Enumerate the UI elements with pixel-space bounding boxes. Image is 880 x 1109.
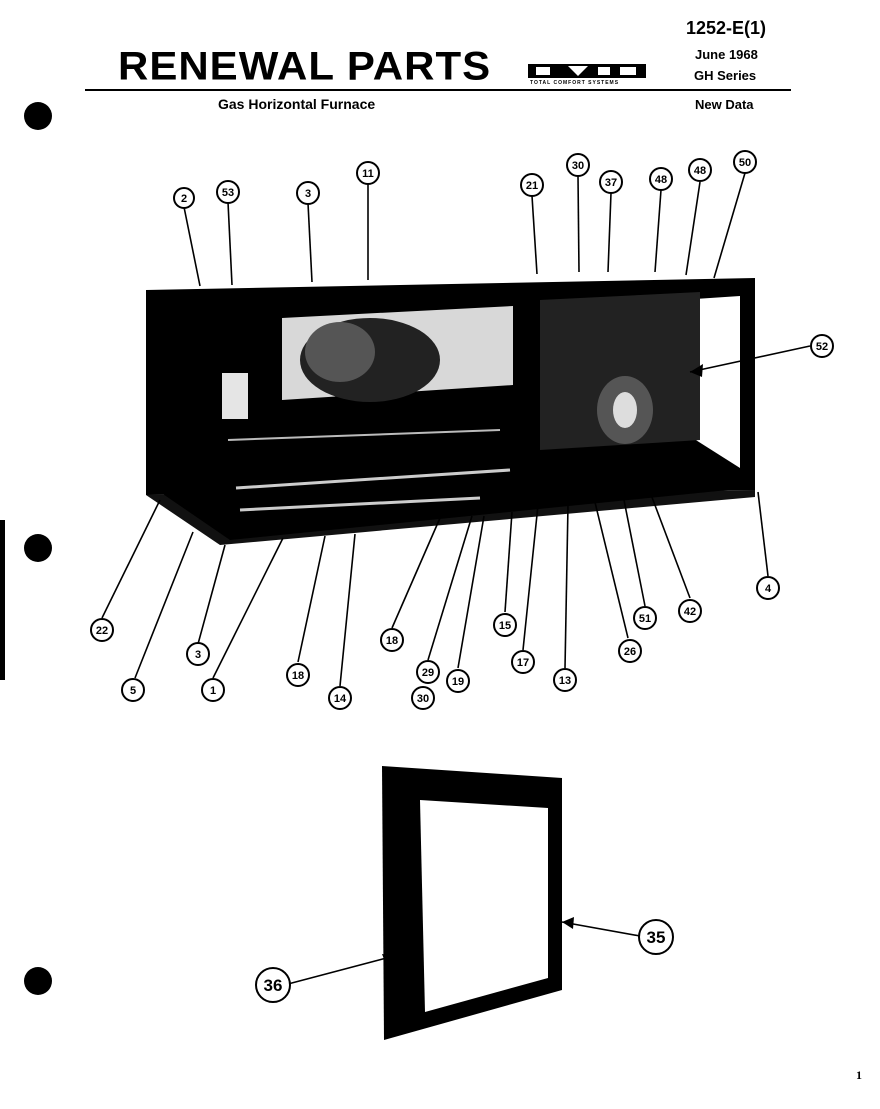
callout-label: 2 [181,193,187,205]
callout-label: 18 [292,670,304,682]
callout-label: 17 [517,657,529,669]
document-date: June 1968 [695,47,758,62]
logo-tagline: TOTAL COMFORT SYSTEMS [530,80,620,86]
furnace-cabinet-illustration [146,278,755,545]
callout-label: 30 [417,693,429,705]
callout-label: 4 [765,583,772,595]
callout-label: 53 [222,187,234,199]
callout-label: 42 [684,606,696,618]
callout-label: 30 [572,160,584,172]
callout-label: 18 [386,635,398,647]
callout-label: 3 [305,188,311,200]
callout-label: 5 [130,685,136,697]
callout-label: 11 [362,168,374,180]
binder-hole-top [24,102,52,130]
scan-edge-mark [0,520,5,680]
binder-hole-bottom [24,967,52,995]
document-series: GH Series [694,68,757,83]
callout-label: 21 [526,180,538,192]
document-number: 1252-E(1) [686,18,767,38]
page-number: 1 [856,1068,862,1082]
callout-label: 29 [422,667,434,679]
callout-label: 35 [647,928,666,947]
callout-label: 50 [739,157,751,169]
callout-label: 37 [605,177,617,189]
page-subtitle: Gas Horizontal Furnace [218,96,376,112]
air-filter-illustration [382,766,562,1040]
callout-label: 1 [210,685,216,697]
callout-label: 52 [816,341,828,353]
callout-label: 14 [334,693,347,705]
binder-hole-middle [24,534,52,562]
callout-label: 48 [655,174,667,186]
callout-label: 36 [264,976,283,995]
callout-circles [90,150,834,1003]
document-status: New Data [695,97,754,112]
callout-label: 19 [452,676,464,688]
callout-label: 22 [96,625,108,637]
callout-label: 26 [624,646,636,658]
callout-label: 48 [694,165,706,177]
callout-label: 15 [499,620,511,632]
callout-leader-lines [101,172,811,985]
header-rule [85,89,791,91]
page-title: RENEWAL PARTS [118,43,492,88]
callout-label: 13 [559,675,571,687]
callout-label: 3 [195,649,201,661]
callout-label: 51 [639,613,651,625]
brand-logo [528,64,646,78]
